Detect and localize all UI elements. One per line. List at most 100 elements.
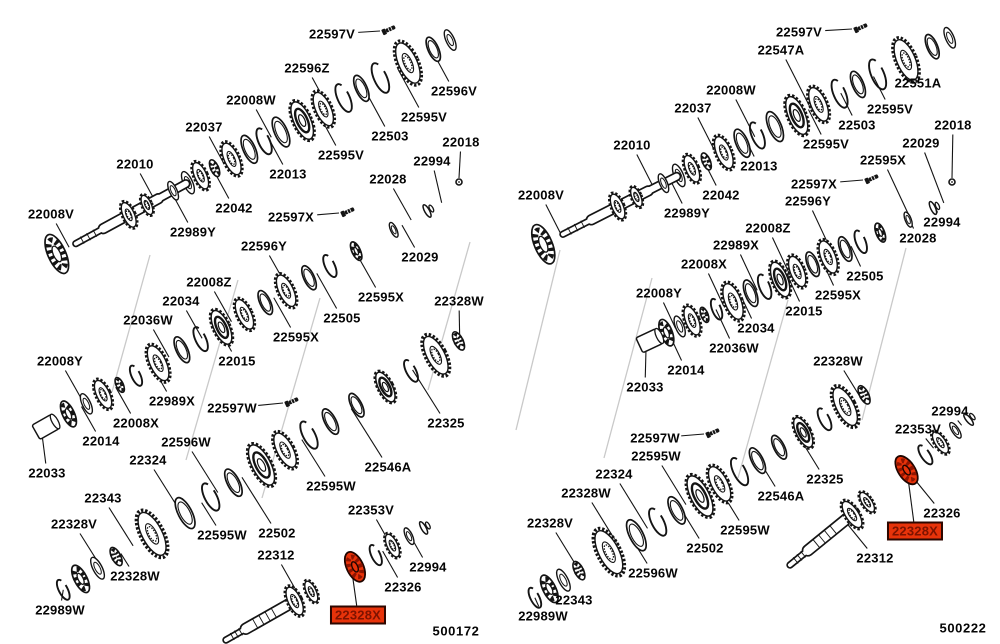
- highlighted-part-label: 22328X: [329, 605, 387, 625]
- part-label: 22033: [28, 465, 66, 481]
- part-label: 22010: [613, 137, 651, 153]
- part-label: 22028: [899, 230, 937, 246]
- bolt-icon: [864, 174, 879, 185]
- part-label: 22505: [846, 268, 884, 284]
- part-label: 22018: [934, 117, 972, 133]
- part-label: 22595X: [272, 329, 320, 345]
- part-label: 22343: [555, 592, 593, 608]
- part-label: 22596Z: [284, 60, 330, 76]
- part-label: 22324: [129, 452, 167, 468]
- part-label: 22989W: [518, 608, 568, 624]
- part-label: 22037: [674, 100, 712, 116]
- part-label: 22546A: [757, 488, 805, 504]
- part-label: 22029: [401, 249, 439, 265]
- part-label: 22595V: [802, 136, 850, 152]
- part-label: 22502: [258, 525, 296, 541]
- part-label: 22994: [931, 403, 969, 419]
- part-label: 22505: [323, 310, 361, 326]
- part-label: 22595W: [197, 527, 247, 543]
- part-label: 22546A: [364, 459, 412, 475]
- part-label: 22008Z: [186, 274, 232, 290]
- part-label: 22029: [902, 135, 940, 151]
- part-label: 22008X: [680, 256, 728, 272]
- part-label: 22597X: [790, 176, 838, 192]
- part-label: 22028: [369, 171, 407, 187]
- part-label: 22013: [269, 166, 307, 182]
- part-label: 22353V: [347, 502, 395, 518]
- diagram-code: 500222: [939, 620, 987, 636]
- part-label: 22008Y: [635, 285, 683, 301]
- part-label: 22595W: [306, 478, 356, 494]
- part-label: 22033: [626, 379, 664, 395]
- part-label: 22008V: [27, 206, 75, 222]
- bolt-icon: [381, 25, 396, 36]
- part-label: 22036W: [123, 312, 173, 328]
- part-label: 22595X: [357, 289, 405, 305]
- part-label: 22596W: [628, 565, 678, 581]
- part-label: 22596Y: [240, 238, 288, 254]
- part-label: 22596V: [430, 83, 478, 99]
- part-label: 22326: [923, 505, 961, 521]
- part-label: 22036W: [709, 340, 759, 356]
- part-label: 22312: [257, 547, 295, 563]
- part-label: 22008W: [226, 92, 276, 108]
- part-label: 22324: [595, 466, 633, 482]
- bolt-icon: [705, 428, 720, 439]
- part-label: 22503: [371, 128, 409, 144]
- part-label: 22503: [838, 117, 876, 133]
- part-label: 22008Z: [745, 220, 791, 236]
- part-label: 22010: [116, 156, 154, 172]
- part-label: 22597V: [775, 24, 823, 40]
- part-label: 22328V: [50, 516, 98, 532]
- part-label: 22595X: [859, 152, 907, 168]
- part-label: 22343: [84, 490, 122, 506]
- part-label: 22328V: [526, 515, 574, 531]
- detail-glyphs: [284, 23, 956, 439]
- part-label: 22597X: [267, 209, 315, 225]
- part-label: 22353V: [894, 421, 942, 437]
- part-label: 22034: [162, 293, 200, 309]
- part-label: 22989W: [35, 602, 85, 618]
- part-label: 22328W: [434, 293, 484, 309]
- bolt-icon: [853, 23, 868, 34]
- part-label: 22312: [856, 550, 894, 566]
- part-label: 22597V: [308, 26, 356, 42]
- exploded-parts: [31, 26, 976, 644]
- part-label: 22042: [702, 187, 740, 203]
- part-label: 22325: [427, 415, 465, 431]
- part-label: 22014: [82, 433, 120, 449]
- part-label: 22994: [413, 153, 451, 169]
- part-label: 22989Y: [663, 205, 711, 221]
- part-label: 22014: [667, 362, 705, 378]
- watermark: [111, 241, 907, 499]
- part-label: 22989X: [148, 393, 196, 409]
- highlighted-part-label: 22328X: [886, 521, 944, 541]
- part-label: 22015: [218, 353, 256, 369]
- part-label: 22008W: [706, 82, 756, 98]
- part-label: 22328W: [561, 485, 611, 501]
- ball-icon: [455, 178, 463, 186]
- part-label: 22597W: [207, 400, 257, 416]
- part-label: 22597W: [630, 430, 680, 446]
- part-label: 22994: [923, 214, 961, 230]
- part-label: 22008X: [112, 415, 160, 431]
- part-label: 22037: [185, 119, 223, 135]
- part-label: 22994: [409, 559, 447, 575]
- part-label: 22596W: [161, 434, 211, 450]
- part-label: 22595X: [814, 287, 862, 303]
- part-label: 22595W: [720, 522, 770, 538]
- part-label: 22008Y: [36, 353, 84, 369]
- part-label: 22547A: [757, 42, 805, 58]
- part-label: 22596Y: [784, 193, 832, 209]
- part-label: 22989X: [712, 237, 760, 253]
- ball-icon: [948, 178, 956, 186]
- part-label: 22034: [737, 320, 775, 336]
- diagram-code: 500172: [432, 623, 480, 639]
- part-label: 22595V: [866, 101, 914, 117]
- part-label: 22325: [806, 471, 844, 487]
- part-label: 22595V: [400, 109, 448, 125]
- part-label: 22326: [384, 579, 422, 595]
- part-label: 22013: [740, 158, 778, 174]
